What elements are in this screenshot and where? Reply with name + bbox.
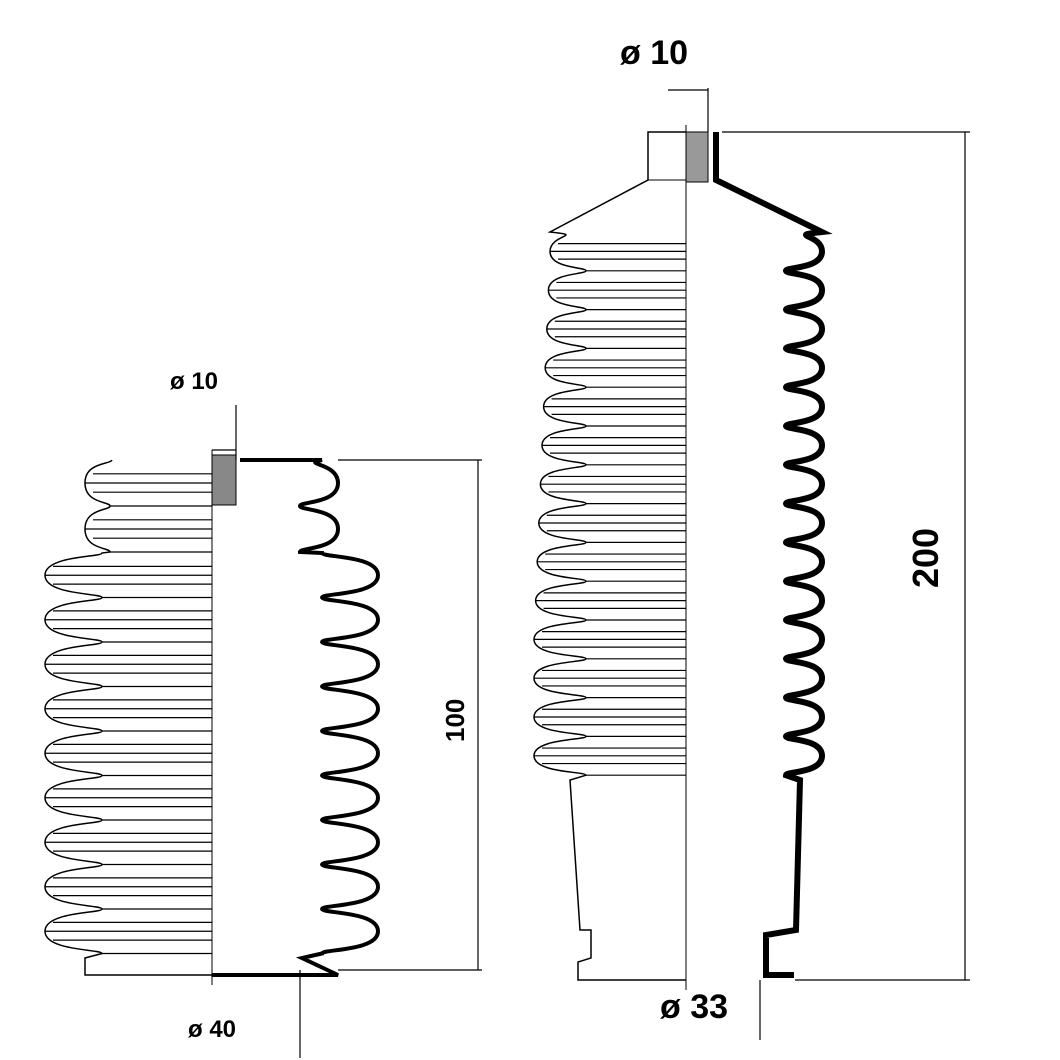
right-top-diameter-label: ø 10 (620, 34, 688, 72)
right-bottom-diameter-label: ø 33 (660, 988, 728, 1026)
right-bellows-boot (533, 125, 833, 990)
right-half-section (713, 132, 833, 978)
dimension-lines (212, 88, 970, 1058)
right-half-section (212, 458, 381, 977)
left-bellows-boot (44, 450, 381, 985)
right-length-label: 200 (905, 528, 946, 588)
left-half-outline (533, 131, 686, 981)
left-half-outline (44, 459, 212, 976)
top-collar-section (211, 454, 237, 506)
left-top-diameter-label: ø 10 (170, 368, 218, 395)
left-length-label: 100 (440, 699, 470, 742)
top-collar-section (685, 131, 709, 183)
left-bottom-diameter-label: ø 40 (188, 1016, 236, 1043)
